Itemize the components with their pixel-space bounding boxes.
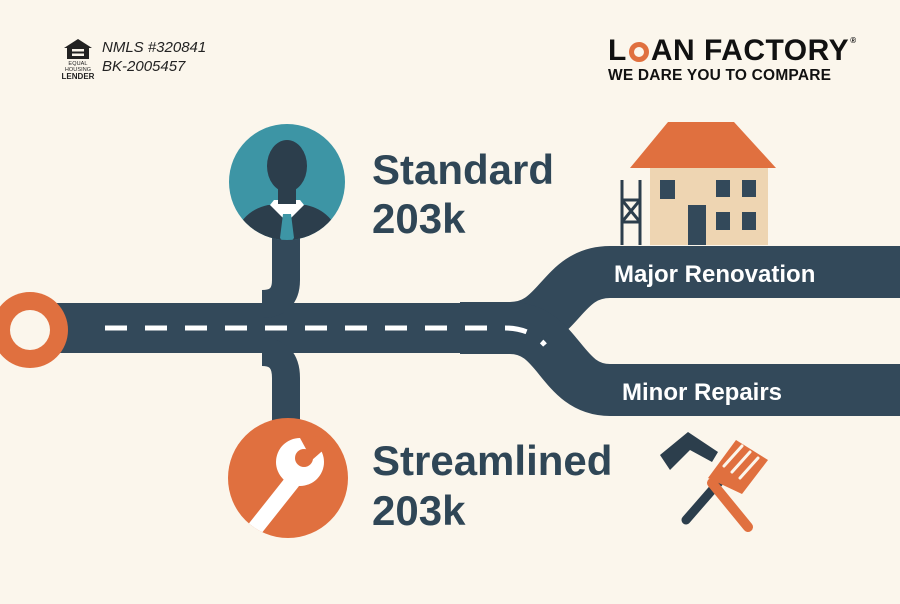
streamlined-title-line1: Streamlined: [372, 437, 612, 484]
license-block: NMLS #320841 BK-2005457: [102, 38, 206, 76]
major-renovation-label: Major Renovation: [614, 261, 815, 288]
brand-logo: L AN FACTORY ® WE DARE YOU TO COMPARE: [608, 36, 858, 85]
lane-dashes: [105, 325, 547, 347]
brand-name-rest: AN FACTORY: [650, 34, 850, 67]
brand-name-first-letter: L: [608, 34, 627, 67]
equal-housing-badge: EQUAL HOUSING LENDER: [60, 38, 96, 81]
hammer-spatula-icon: [660, 432, 768, 532]
road-network: [10, 235, 900, 425]
brand-tagline: WE DARE YOU TO COMPARE: [608, 67, 832, 84]
streamlined-connector: [261, 338, 300, 425]
diagram-labels: Standard 203k Streamlined 203k Major Ren…: [372, 146, 815, 534]
standard-title-line1: Standard: [372, 146, 554, 193]
ring-icon: [0, 292, 68, 368]
house-under-construction-icon: [620, 122, 776, 245]
minor-repairs-label: Minor Repairs: [622, 379, 782, 406]
person-tie-icon: [229, 124, 345, 240]
wrench-icon: [228, 418, 348, 538]
lender-info: EQUAL HOUSING LENDER NMLS #320841 BK-200…: [60, 38, 206, 81]
streamlined-title-line2: 203k: [372, 487, 466, 534]
standard-title-line2: 203k: [372, 195, 466, 242]
lender-caption: LENDER: [61, 72, 95, 81]
nmls-number: NMLS #320841: [102, 39, 207, 56]
registered-mark: ®: [850, 36, 857, 45]
standard-connector: [261, 235, 300, 318]
equal-housing-caption: EQUAL HOUSING: [64, 61, 92, 73]
license-number: BK-2005457: [102, 58, 186, 75]
equal-housing-icon: [64, 39, 92, 59]
brand-name: L AN FACTORY ®: [608, 36, 858, 66]
brand-ring-icon: [628, 42, 649, 62]
